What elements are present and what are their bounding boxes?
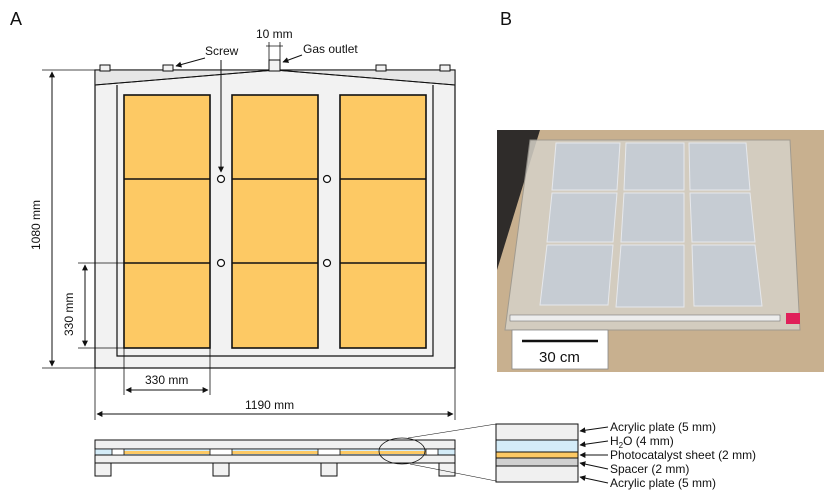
ruler xyxy=(509,314,781,322)
layer-acrylic-bottom xyxy=(495,465,579,483)
top-view-diagram: Screw 10 mm Gas outlet 1080 mm 330 mm 33… xyxy=(29,27,456,420)
cell-height-label: 330 mm xyxy=(62,293,76,336)
gas-outlet-label: Gas outlet xyxy=(303,42,358,56)
clip-3 xyxy=(375,64,387,72)
lid-slope-right xyxy=(274,69,456,86)
layer-acrylic-top xyxy=(495,423,579,441)
layer-label-spacer: Spacer (2 mm) xyxy=(610,462,689,476)
screw-3 xyxy=(216,258,226,268)
screw-4 xyxy=(322,258,332,268)
panel-label-b: B xyxy=(500,9,512,29)
lid-slope-left xyxy=(94,69,276,86)
panel-label-a: A xyxy=(10,9,22,29)
cell-width-label: 330 mm xyxy=(145,373,188,387)
clip-4 xyxy=(439,64,451,72)
layer-spacer xyxy=(495,457,579,467)
screw-arrow-clip xyxy=(175,57,206,68)
clip-1 xyxy=(99,64,111,72)
layer-stack-detail: Acrylic plate (5 mm) H2O (4 mm) Photocat… xyxy=(495,420,756,490)
panel-photo: 30 cm xyxy=(497,130,824,372)
screw-1 xyxy=(216,174,226,184)
scale-label: 30 cm xyxy=(539,349,580,366)
sheet-column-2 xyxy=(231,94,319,349)
sheet-column-3 xyxy=(339,94,427,349)
layer-label-water: H2O (4 mm) xyxy=(610,434,674,450)
layer-photocatalyst xyxy=(495,451,579,459)
height-label: 1080 mm xyxy=(29,200,43,250)
outlet-width-label: 10 mm xyxy=(256,27,293,41)
clip-2 xyxy=(162,64,174,72)
sheet-column-1 xyxy=(123,94,211,349)
zoom-circle xyxy=(378,437,426,465)
layer-label-photocatalyst: Photocatalyst sheet (2 mm) xyxy=(610,448,756,462)
red-marker xyxy=(786,313,800,324)
scale-box xyxy=(511,329,609,370)
gas-outlet-port xyxy=(268,59,281,72)
screw-label: Screw xyxy=(205,44,239,58)
side-view-diagram xyxy=(94,423,497,482)
screw-2 xyxy=(322,174,332,184)
layer-label-acrylic-top: Acrylic plate (5 mm) xyxy=(610,420,716,434)
inner-boundary xyxy=(116,85,434,357)
width-label: 1190 mm xyxy=(245,398,294,412)
layer-water xyxy=(495,439,579,453)
layer-label-acrylic-bottom: Acrylic plate (5 mm) xyxy=(610,476,716,490)
gas-outlet-arrow xyxy=(282,54,303,63)
